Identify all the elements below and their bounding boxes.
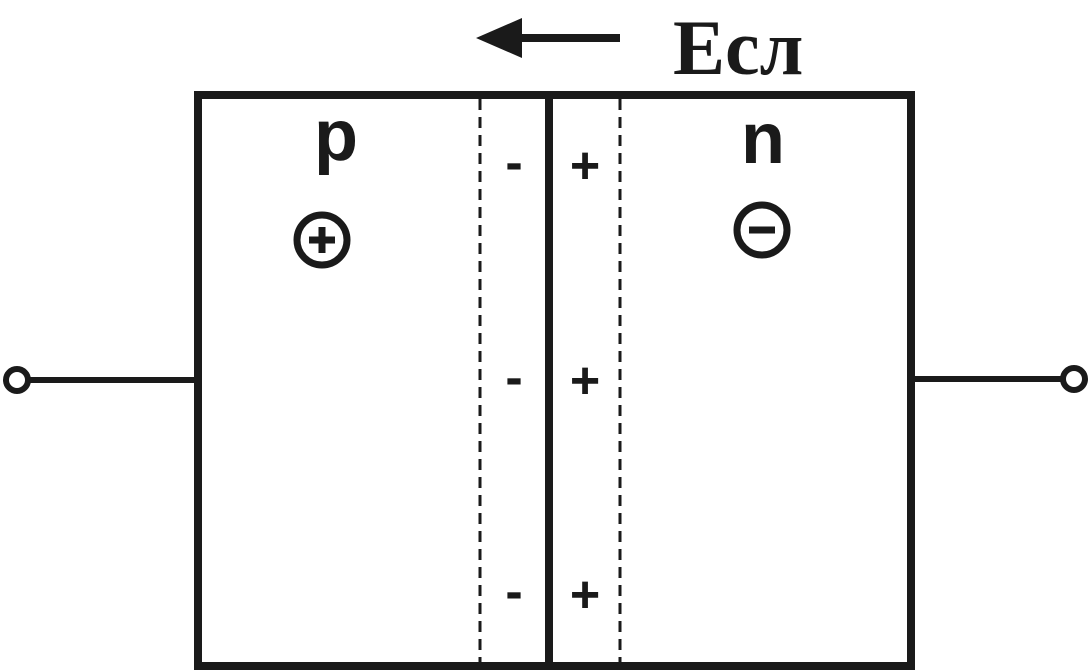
negative-charge: - [505, 563, 522, 621]
semiconductor-body [194, 91, 915, 670]
depletion-charges-p-side: - - - [505, 134, 522, 621]
n-carrier-icon [733, 201, 791, 259]
right-terminal [1060, 365, 1088, 393]
n-region-label: n [741, 99, 785, 179]
depletion-charges-n-side: + + + [570, 137, 600, 624]
positive-charge: + [570, 352, 600, 410]
p-carrier-icon [293, 211, 351, 269]
left-terminal [3, 366, 31, 394]
field-label: Ecл [673, 4, 803, 91]
negative-charge: - [505, 349, 522, 407]
field-arrow-head [476, 18, 522, 58]
positive-charge: + [570, 566, 600, 624]
negative-charge: - [505, 134, 522, 192]
positive-charge: + [570, 137, 600, 195]
p-region-label: p [314, 96, 358, 176]
field-arrow [476, 18, 620, 58]
